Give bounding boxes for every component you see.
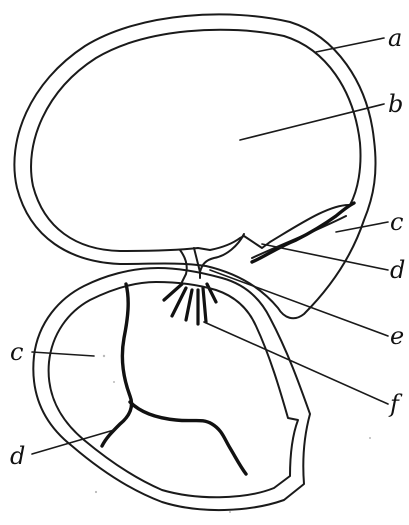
tuft-strand-1 <box>164 284 182 300</box>
leader-d-right <box>262 244 388 270</box>
speck <box>95 491 97 493</box>
tuft-strand-6 <box>207 284 216 302</box>
label-c-left: c <box>10 338 23 366</box>
neck-left-tongue <box>194 248 200 272</box>
speck <box>369 437 371 439</box>
speck <box>103 355 105 357</box>
speck <box>113 381 115 383</box>
label-e: e <box>390 322 404 350</box>
label-d-left: d <box>10 442 25 470</box>
leader-f <box>204 322 388 404</box>
speck <box>229 511 231 513</box>
leader-d-left <box>32 430 114 454</box>
tuft-strand-5 <box>203 288 206 322</box>
label-d-right: d <box>390 256 405 284</box>
tuft-strand-3 <box>186 290 192 320</box>
leader-e <box>210 270 388 336</box>
lower-cell <box>33 268 310 510</box>
label-b: b <box>388 90 403 118</box>
lower-septum-branch <box>130 402 246 474</box>
label-c-right: c <box>390 208 403 236</box>
label-f: f <box>388 390 403 418</box>
leader-b <box>240 104 384 140</box>
leader-c-left <box>32 352 94 356</box>
lower-cell-outer-wall <box>33 268 310 510</box>
neck-left-lip <box>180 250 187 282</box>
lower-septum-main <box>102 284 132 446</box>
leader-a <box>316 38 384 52</box>
hair-tuft <box>164 284 216 324</box>
label-a: a <box>388 24 402 52</box>
upper-cell-inner-wall <box>31 30 360 251</box>
